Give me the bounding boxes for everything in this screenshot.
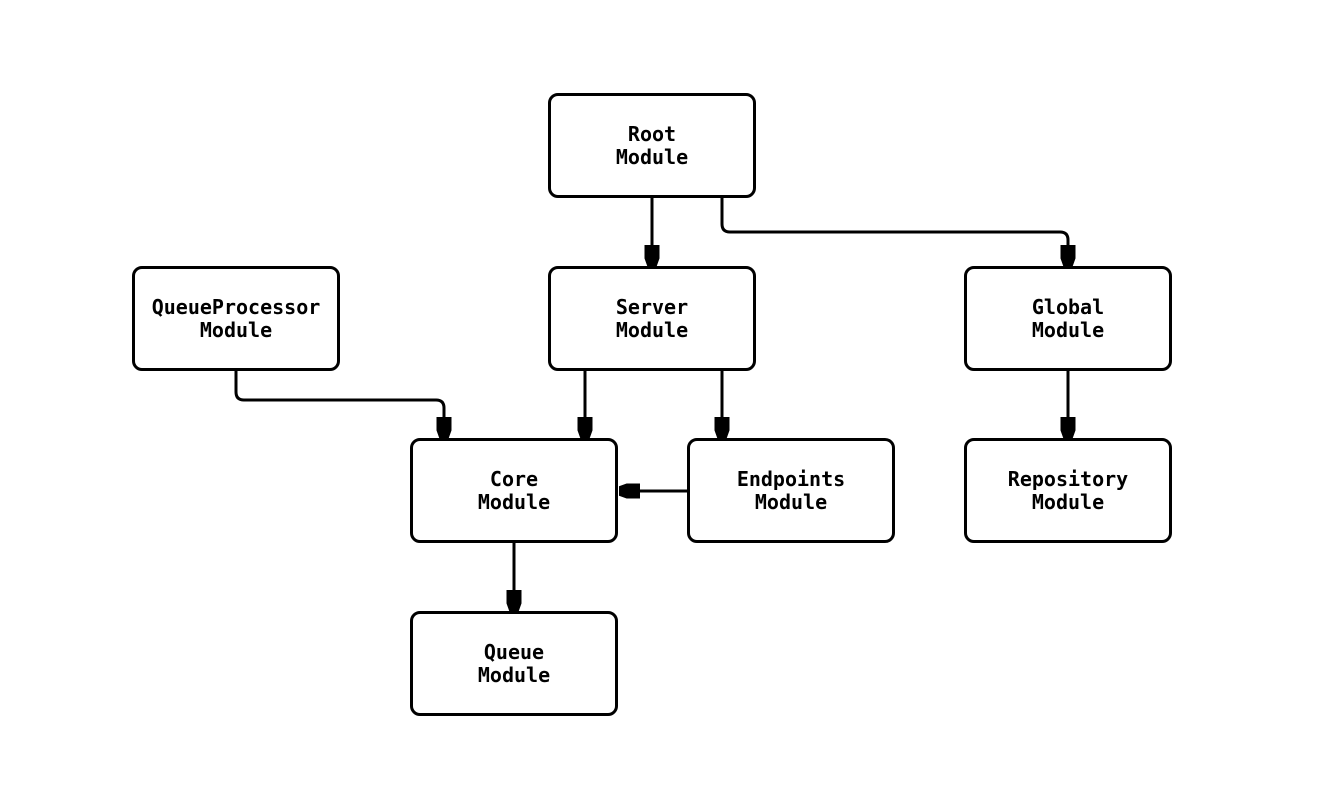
- edge-root-to-global: [720, 198, 1068, 266]
- node-label-line: Endpoints: [736, 466, 846, 491]
- node-label: Root Module: [615, 121, 689, 169]
- node-label-line: Server: [615, 294, 689, 319]
- node-core-module: Core Module: [410, 438, 618, 543]
- node-endpoints-module: Endpoints Module: [687, 438, 895, 543]
- node-root-module: Root Module: [548, 93, 756, 198]
- node-label: Repository Module: [1007, 466, 1129, 514]
- node-label: Global Module: [1031, 294, 1105, 342]
- node-label: Core Module: [477, 466, 551, 514]
- node-label: QueueProcessor Module: [151, 294, 321, 342]
- node-label-line: Root: [627, 121, 677, 146]
- node-queue-module: Queue Module: [410, 611, 618, 716]
- node-label-line: Global: [1031, 294, 1105, 319]
- node-label-line: Module: [615, 144, 689, 169]
- node-label-line: Module: [754, 489, 828, 514]
- node-label-line: Module: [1031, 489, 1105, 514]
- node-label-line: Queue: [483, 639, 545, 664]
- node-repository-module: Repository Module: [964, 438, 1172, 543]
- node-label-line: Module: [615, 317, 689, 342]
- node-global-module: Global Module: [964, 266, 1172, 371]
- node-label: Queue Module: [477, 639, 551, 687]
- node-label-line: Core: [489, 466, 539, 491]
- node-label-line: Repository: [1007, 466, 1129, 491]
- node-label: Endpoints Module: [736, 466, 846, 514]
- node-label-line: Module: [1031, 317, 1105, 342]
- node-server-module: Server Module: [548, 266, 756, 371]
- node-label-line: QueueProcessor: [151, 294, 321, 319]
- node-label-line: Module: [477, 489, 551, 514]
- node-queueprocessor-module: QueueProcessor Module: [132, 266, 340, 371]
- node-label-line: Module: [477, 662, 551, 687]
- edge-queueprocessor-to-core: [234, 371, 444, 438]
- node-label-line: Module: [199, 317, 273, 342]
- node-label: Server Module: [615, 294, 689, 342]
